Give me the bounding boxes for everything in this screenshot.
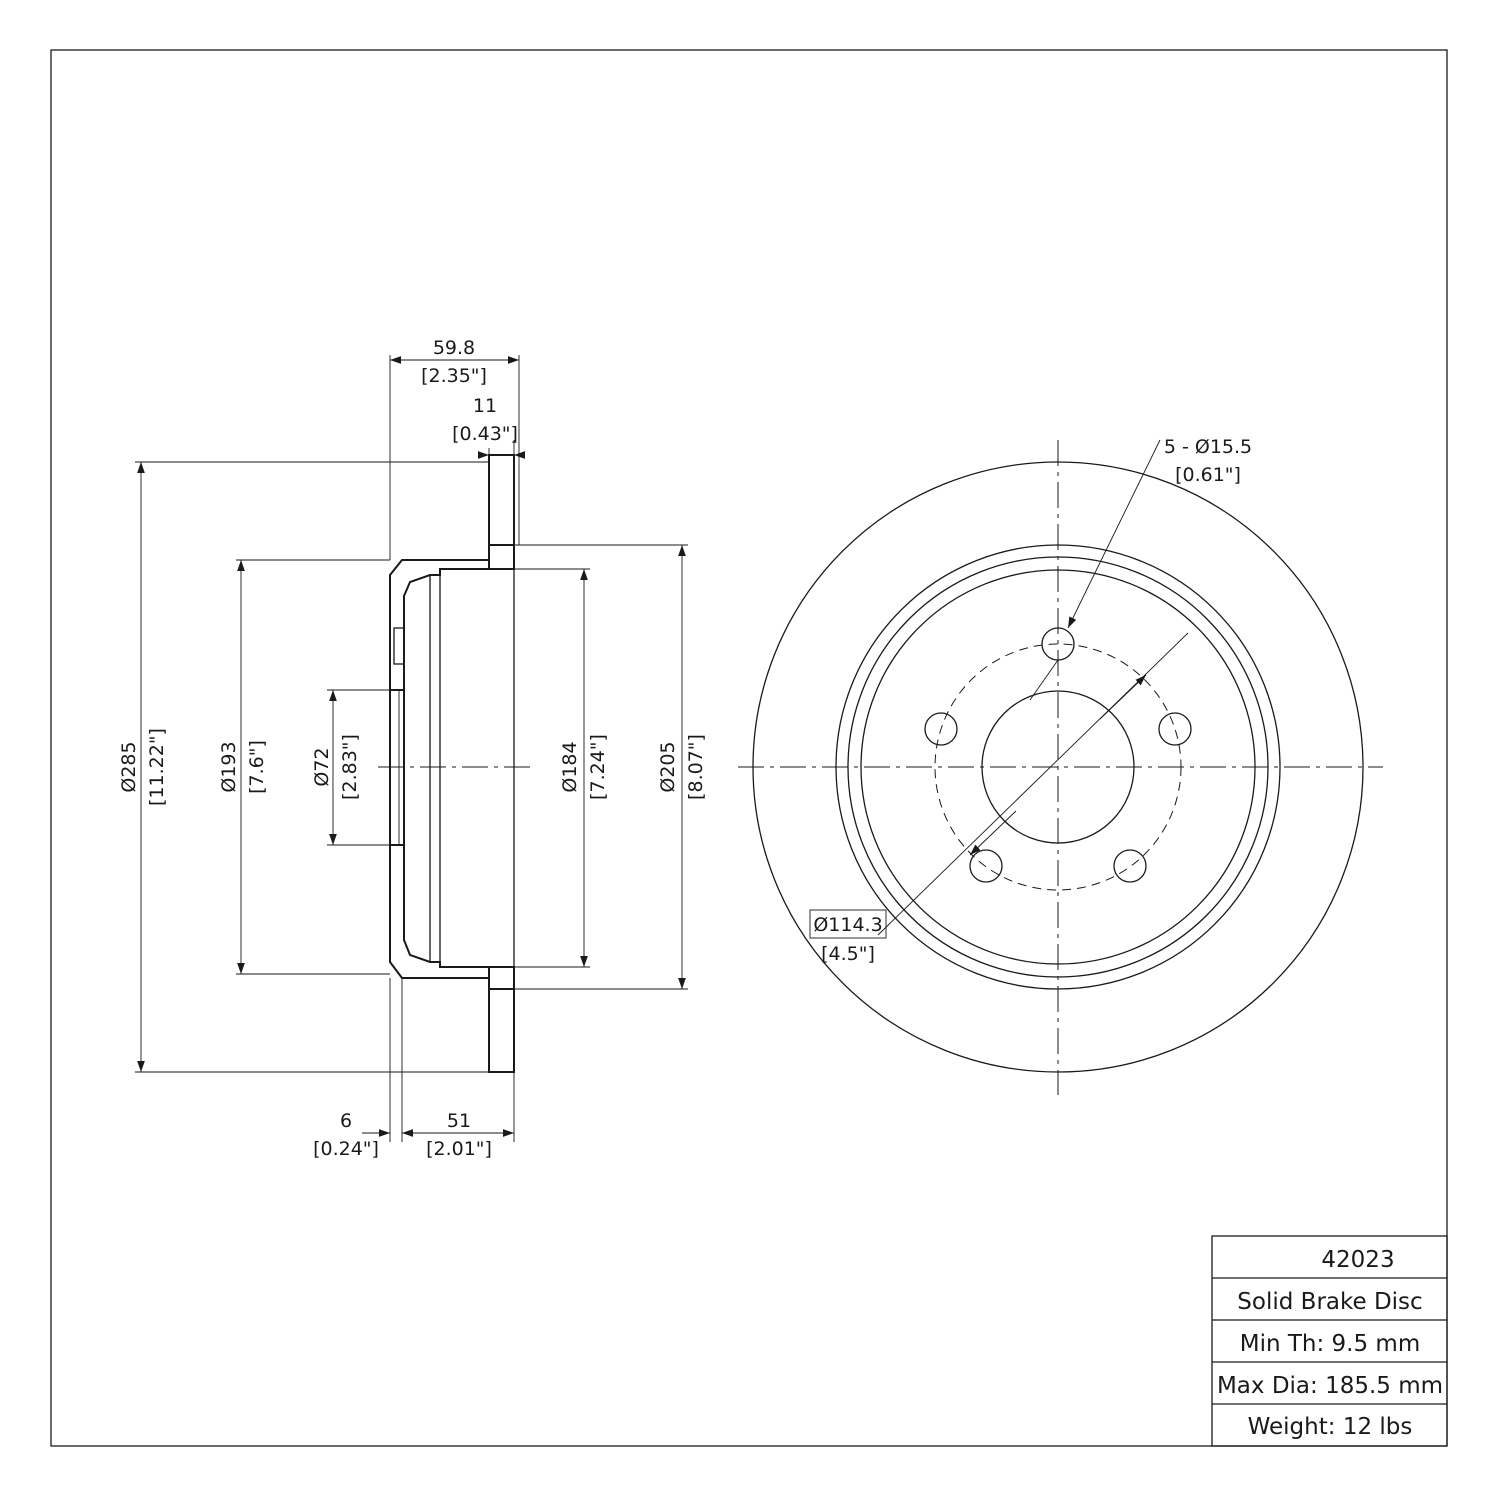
bolt-hole-5: [924, 712, 958, 746]
bolt-circle-inch: [4.5"]: [821, 943, 875, 965]
bolt-circle-value-box: [809, 909, 887, 939]
center-bore-value: Ø72: [311, 747, 333, 786]
overall-width-inch: [2.35"]: [421, 365, 487, 387]
drawing-border: [50, 49, 1448, 1447]
bolt-hole-leader: [1067, 439, 1161, 629]
friction-ring-bottom-section: [488, 966, 515, 1073]
disc-thickness-value: 11: [473, 395, 497, 417]
bolt-circle-value: Ø114.3: [813, 914, 882, 936]
bolt-holes-inch: [0.61"]: [1175, 464, 1241, 486]
outer-diameter-inch: [11.22"]: [146, 728, 168, 806]
hat-height-inch: [2.01"]: [426, 1138, 492, 1160]
bolt-hole-2: [1158, 712, 1192, 746]
friction-inner-diameter-inch: [8.07"]: [685, 734, 707, 800]
hat-diameter-inch: [7.6"]: [246, 740, 268, 794]
title-block: 42023 Solid Brake Disc Min Th: 9.5 mm Ma…: [1211, 1235, 1448, 1447]
part-number: 42023: [1321, 1247, 1394, 1273]
drum-diameter-value: Ø184: [559, 741, 581, 792]
bolt-hole-leader-ext: [1029, 659, 1059, 701]
part-description: Solid Brake Disc: [1237, 1289, 1422, 1315]
min-thickness: Min Th: 9.5 mm: [1240, 1331, 1421, 1357]
disc-thickness-inch: [0.43"]: [452, 423, 518, 445]
friction-ring-top-section: [488, 454, 515, 570]
overall-width-value: 59.8: [433, 337, 475, 359]
outer-diameter-value: Ø285: [118, 741, 140, 792]
hat-height-value: 51: [447, 1110, 471, 1132]
bolt-hole-4: [969, 849, 1003, 883]
friction-inner-diameter-value: Ø205: [657, 741, 679, 792]
hub-offset-inch: [0.24"]: [313, 1138, 379, 1160]
front-view: 5 - Ø15.5 [0.61"] Ø114.3 [4.5"]: [738, 436, 1383, 1095]
hub-offset-value: 6: [340, 1110, 352, 1132]
hat-diameter-value: Ø193: [218, 741, 240, 792]
stud-detail: [393, 627, 405, 665]
bolt-hole-3: [1113, 849, 1147, 883]
drum-diameter-inch: [7.24"]: [587, 734, 609, 800]
bolt-holes-value: 5 - Ø15.5: [1164, 436, 1252, 458]
center-bore-inch: [2.83"]: [339, 734, 361, 800]
side-view-dimensions: 59.8 [2.35"] 11 [0.43"] Ø285 [11.22"] Ø1…: [118, 337, 707, 1160]
hat-top-wall-section: [389, 544, 515, 691]
bolt-circle-dimension-line: [877, 632, 1189, 936]
max-diameter: Max Dia: 185.5 mm: [1217, 1373, 1443, 1399]
side-section-view: [378, 454, 532, 1073]
weight: Weight: 12 lbs: [1248, 1414, 1413, 1440]
